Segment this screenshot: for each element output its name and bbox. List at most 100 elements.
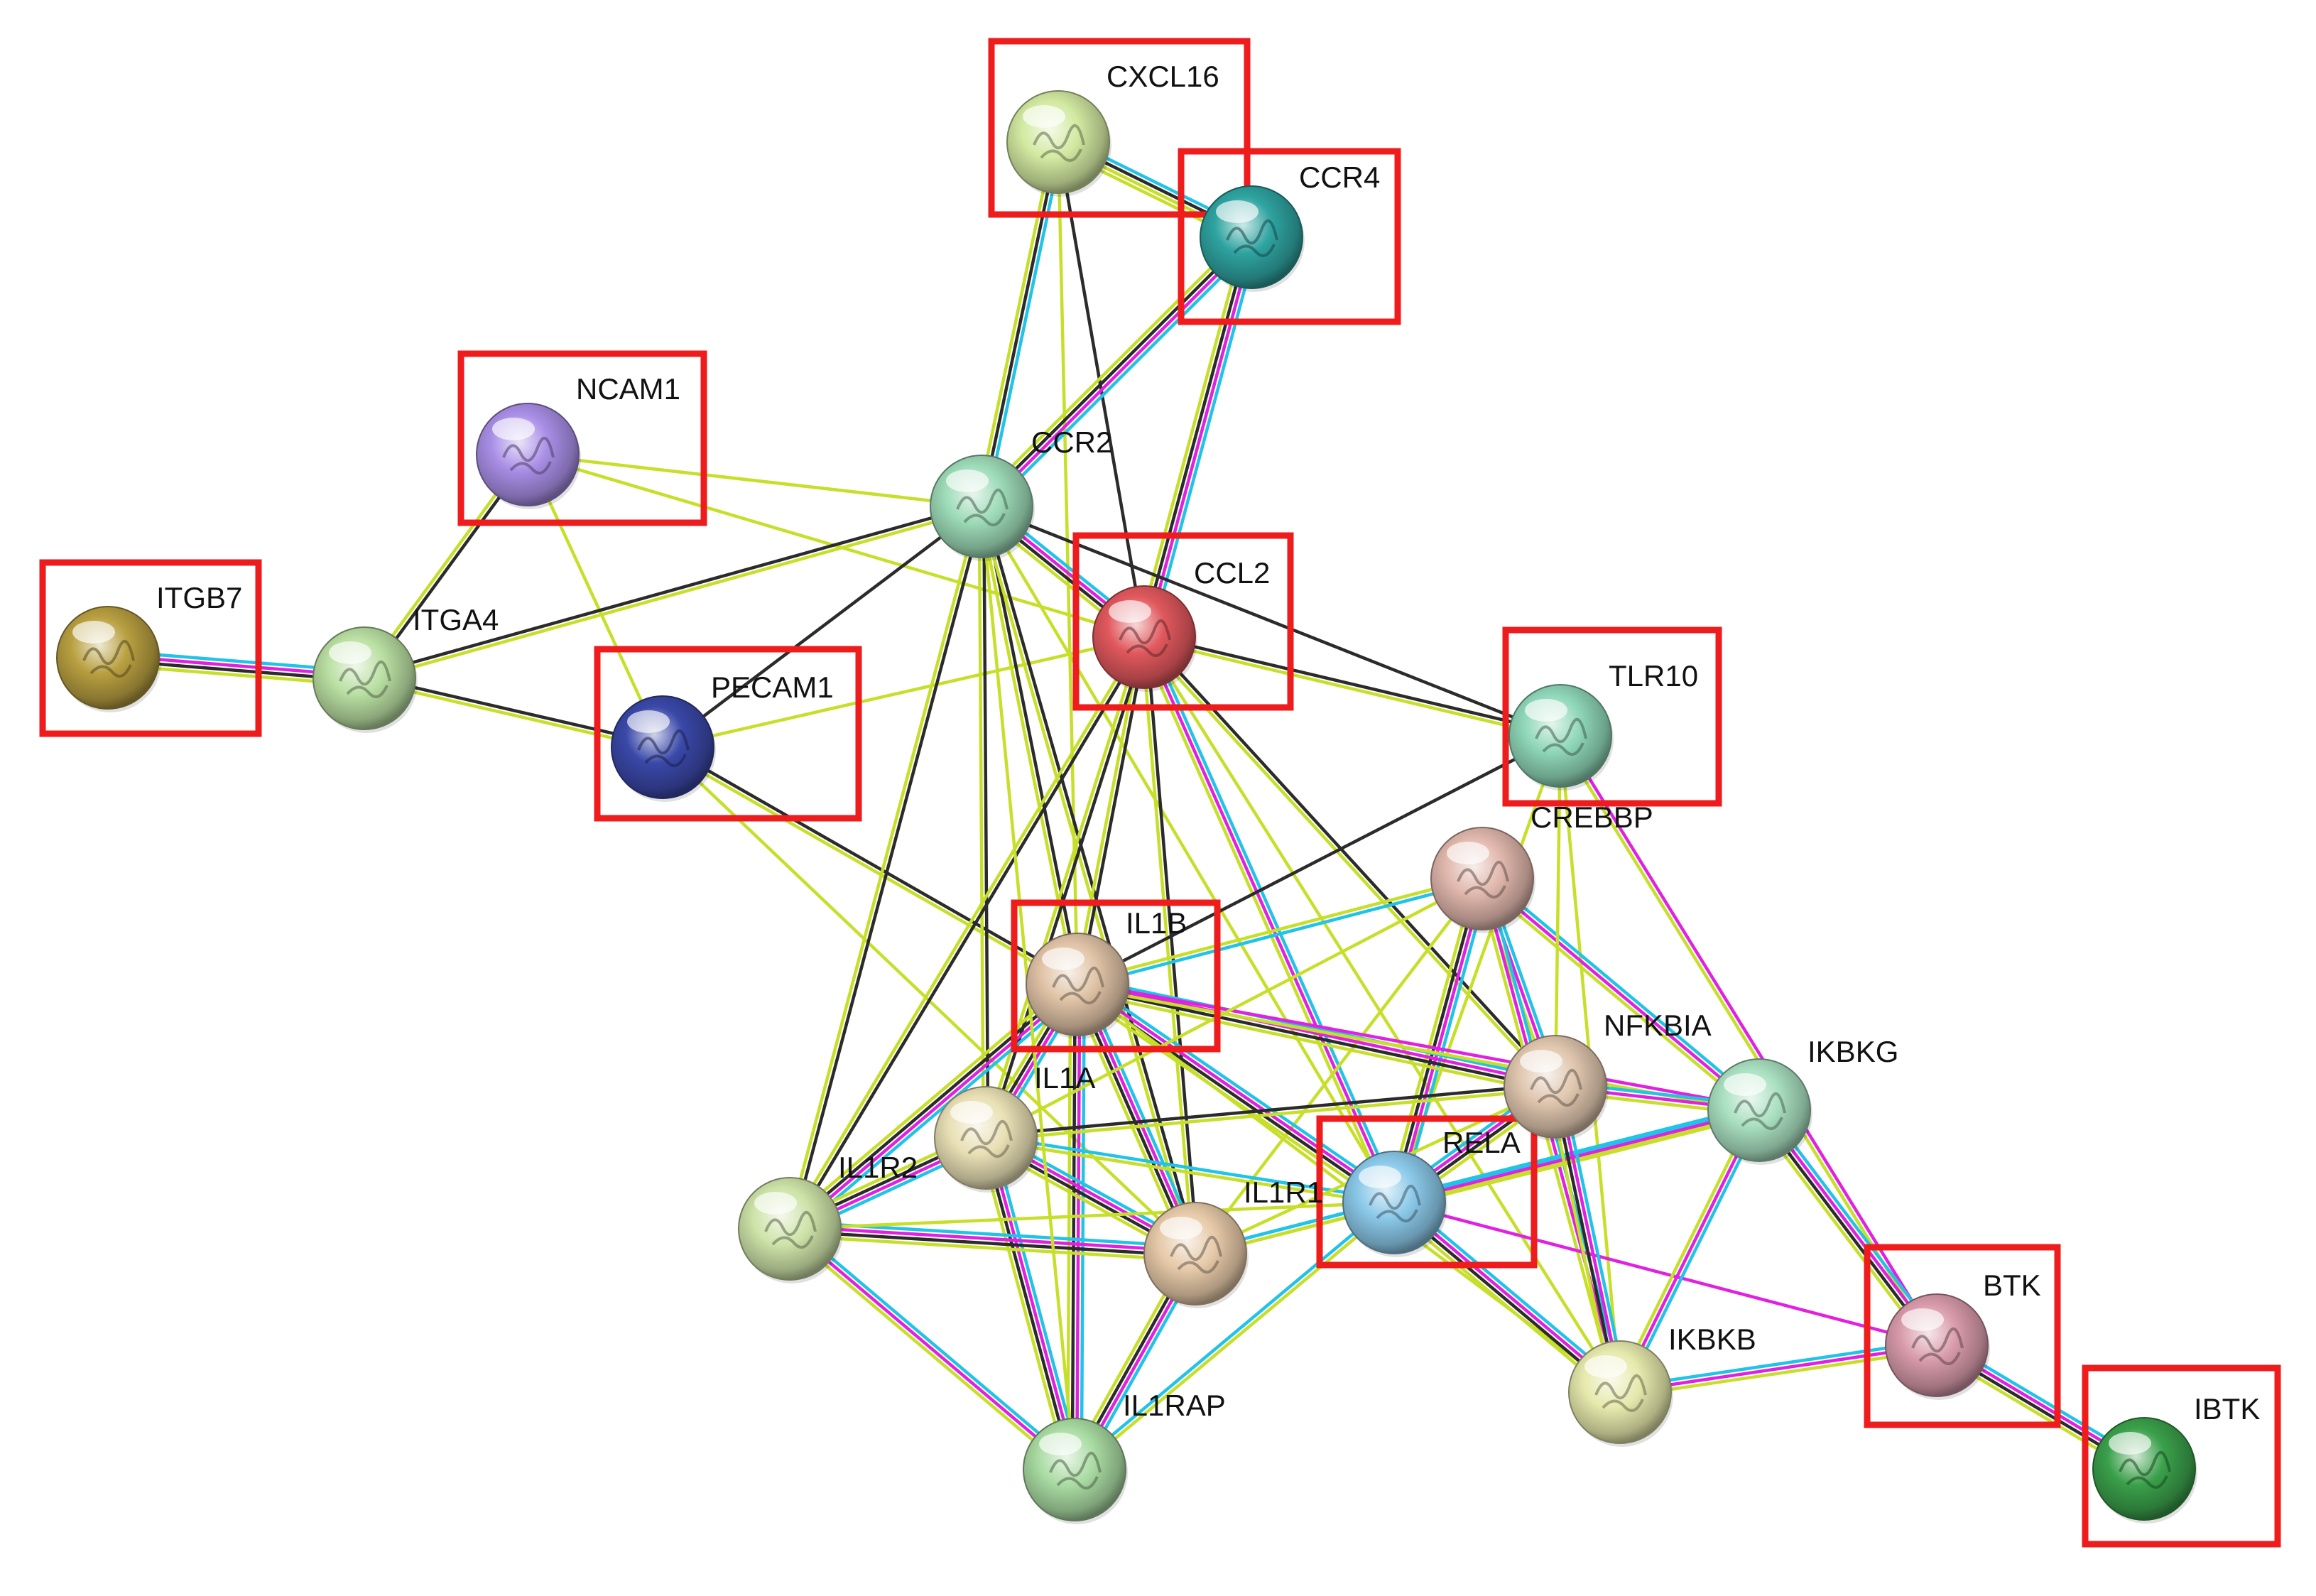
node-ccl2[interactable]	[1092, 585, 1197, 692]
edge-line	[1075, 984, 1557, 1091]
node-label-cxcl16: CXCL16	[1107, 60, 1219, 93]
node-sphere	[56, 606, 160, 710]
node-pecam1[interactable]	[611, 695, 716, 802]
node-gloss	[754, 1192, 797, 1215]
node-il1r2[interactable]	[738, 1177, 843, 1283]
edge-line	[982, 1136, 1075, 1472]
edge-line	[1075, 982, 1082, 1472]
protein-structure-icon	[1911, 1327, 1964, 1366]
edge-PECAM1-CCL2	[660, 635, 1146, 749]
node-ncam1[interactable]	[476, 403, 581, 509]
node-ccr2[interactable]	[930, 455, 1035, 561]
node-sphere	[1508, 684, 1612, 788]
node-ibtk[interactable]	[2092, 1417, 2197, 1524]
node-ikbkb[interactable]	[1568, 1340, 1673, 1447]
edge-line	[984, 1087, 1557, 1142]
edge-line	[978, 234, 1251, 506]
edge-line	[790, 1223, 1080, 1468]
protein-structure-icon	[1535, 717, 1587, 756]
node-rela[interactable]	[1342, 1151, 1447, 1257]
edge-IKBKB-BTK	[1617, 1339, 1940, 1399]
edge-line	[1483, 873, 1764, 1109]
protein-structure-icon	[1170, 1235, 1222, 1274]
edge-line	[1194, 1110, 1762, 1258]
node-crebbp[interactable]	[1430, 827, 1535, 933]
node-il1a[interactable]	[934, 1086, 1039, 1193]
edge-line	[1142, 635, 1622, 1394]
node-gloss	[946, 469, 989, 492]
protein-structure-icon	[1530, 1068, 1582, 1107]
node-label-il1b: IL1B	[1126, 906, 1187, 940]
edge-line	[785, 634, 1144, 1229]
edge-line	[986, 636, 1148, 1141]
edge-line	[1547, 1086, 1615, 1396]
node-itga4[interactable]	[312, 626, 418, 733]
edge-line	[982, 634, 1144, 1139]
edge-CCL2-IL1R1	[1140, 635, 1200, 1256]
edge-line	[785, 504, 982, 1230]
edge-CREBBP-RELA	[1386, 875, 1491, 1206]
edge-line	[1618, 1108, 1761, 1394]
node-il1rap[interactable]	[1023, 1418, 1128, 1524]
node-btk[interactable]	[1885, 1293, 1990, 1400]
edge-IL1R1-IKBKG	[1192, 1106, 1762, 1258]
node-itgb7[interactable]	[56, 606, 161, 712]
node-label-il1a: IL1A	[1034, 1061, 1095, 1095]
node-label-nfkbia: NFKBIA	[1604, 1009, 1712, 1042]
node-sphere	[611, 695, 714, 799]
node-label-crebbp: CREBBP	[1531, 800, 1653, 834]
node-gloss	[1584, 1355, 1627, 1378]
edge-line	[1076, 879, 1485, 989]
node-il1b[interactable]	[1026, 933, 1131, 1039]
edge-line	[785, 1230, 1074, 1475]
node-ccr4[interactable]	[1200, 185, 1305, 292]
edge-line	[1192, 1106, 1761, 1254]
node-nfkbia[interactable]	[1504, 1035, 1609, 1141]
edge-NCAM1-PECAM1	[526, 452, 665, 749]
highlight-box-layer	[39, 38, 2281, 1548]
edge-line	[1149, 237, 1260, 641]
protein-structure-icon	[1052, 966, 1104, 1005]
edge-IL1B-IL1RAP	[1066, 982, 1086, 1472]
edge-line	[1141, 636, 1555, 1090]
node-label-il1r1: IL1R1	[1244, 1176, 1323, 1209]
edge-line	[783, 977, 1075, 1225]
highlight-box-ccl2	[1072, 532, 1294, 711]
edge-TLR10-NFKBIA	[1553, 734, 1562, 1089]
edge-CCR2-IL1A	[977, 504, 990, 1140]
edge-line	[1070, 982, 1077, 1472]
edge-line	[1617, 1339, 1938, 1389]
node-label-ccr2: CCR2	[1031, 425, 1112, 459]
node-label-tlr10: TLR10	[1609, 659, 1698, 693]
edge-line	[1076, 980, 1557, 1087]
edge-line	[977, 504, 986, 1140]
highlight-box-ibtk	[2082, 1364, 2281, 1548]
edge-line	[361, 502, 983, 678]
edge-CREBBP-IL1R1	[1193, 876, 1484, 1256]
node-label-pecam1: PECAM1	[711, 671, 834, 704]
edge-ITGA4-CCR2	[361, 502, 984, 683]
edge-line	[1074, 1203, 1398, 1473]
protein-structure-icon	[1369, 1184, 1421, 1223]
node-gloss	[1042, 948, 1084, 970]
edge-line	[1071, 1199, 1395, 1470]
highlight-box-cxcl16	[988, 38, 1251, 218]
node-gloss	[950, 1101, 993, 1124]
edge-CCR4-CCR2	[974, 230, 1258, 514]
node-cxcl16[interactable]	[1006, 90, 1111, 197]
node-label-ikbkb: IKBKB	[1668, 1323, 1756, 1356]
node-il1r1[interactable]	[1143, 1202, 1249, 1308]
edge-line	[788, 1229, 1197, 1258]
edge-line	[1386, 875, 1477, 1203]
edge-CCR4-CCL2	[1136, 234, 1260, 641]
edge-line	[788, 1234, 1197, 1262]
highlight-box-itgb7	[39, 559, 262, 737]
node-tlr10[interactable]	[1508, 684, 1614, 791]
edge-line	[1390, 876, 1482, 1204]
node-ikbkg[interactable]	[1707, 1058, 1812, 1165]
highlight-box-il1b	[1011, 899, 1221, 1053]
node-sphere	[1568, 1340, 1672, 1444]
edge-line	[1075, 874, 1484, 984]
